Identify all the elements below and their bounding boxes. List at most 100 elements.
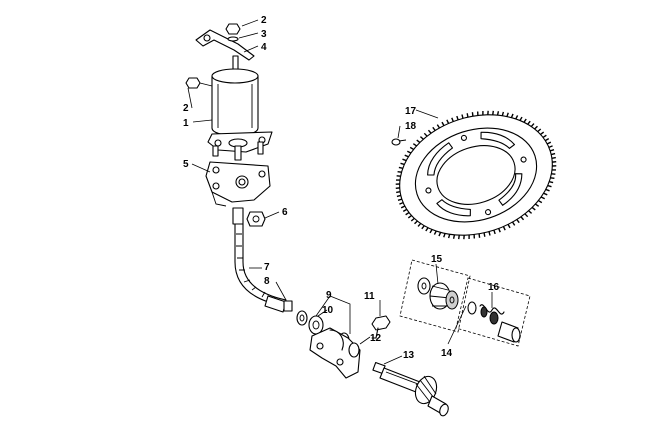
gear-tooth	[466, 113, 469, 118]
drive-shaft	[372, 361, 449, 417]
gear-tooth	[516, 219, 520, 224]
gear-tooth	[473, 234, 476, 239]
gear-tooth	[395, 187, 400, 190]
gear-tooth	[396, 175, 401, 177]
gear-tooth	[498, 228, 501, 233]
callout-4: 4	[261, 42, 267, 53]
gear-tooth	[433, 230, 437, 235]
gear-tooth	[416, 139, 421, 144]
gear-tooth	[409, 146, 414, 151]
gear-tooth	[552, 160, 557, 163]
callout-3: 3	[261, 29, 267, 40]
callout-16: 16	[488, 282, 500, 293]
gear-tooth	[501, 111, 505, 116]
gear-tooth	[542, 134, 547, 139]
gear-tooth	[398, 166, 403, 169]
gear-tooth	[429, 229, 433, 234]
screw-18	[391, 138, 407, 146]
gear-tooth	[414, 220, 418, 225]
gear-tooth	[436, 124, 441, 129]
gear-tooth	[507, 224, 511, 229]
callout-6: 6	[282, 207, 288, 218]
gear-tooth	[528, 210, 533, 214]
gear-tooth	[537, 128, 542, 133]
gear-tooth	[400, 205, 406, 209]
starter-motor	[185, 23, 273, 161]
gear-tooth	[452, 234, 456, 239]
callout-12: 12	[370, 333, 382, 344]
gear-tooth	[425, 227, 429, 232]
gear-tooth	[534, 203, 540, 207]
mounting-plate	[205, 161, 271, 207]
gear-tooth	[406, 150, 412, 154]
ring-gear	[395, 110, 557, 240]
gear-tooth	[520, 216, 525, 221]
callout-5: 5	[183, 159, 189, 170]
gear-tooth	[456, 115, 459, 121]
gear-tooth	[396, 191, 401, 194]
gear-tooth	[402, 208, 408, 212]
gear-tooth	[397, 170, 402, 173]
gear-tooth	[496, 111, 500, 116]
callout-7: 7	[264, 262, 270, 273]
gear-tooth	[540, 196, 546, 200]
gear-tooth	[441, 121, 445, 126]
callout-2: 2	[261, 15, 267, 26]
gear-tooth	[407, 214, 412, 219]
callout-10: 10	[322, 305, 334, 316]
callout-18: 18	[405, 121, 417, 132]
gear-tooth	[544, 138, 550, 142]
gear-tooth	[404, 154, 409, 158]
gear-tooth	[417, 222, 422, 227]
nut-6	[246, 211, 266, 227]
gear-tooth	[432, 126, 436, 131]
gear-tooth	[531, 206, 536, 211]
gear-tooth	[534, 125, 538, 130]
gear-tooth	[548, 145, 553, 148]
gear-tooth	[451, 117, 454, 122]
gear-tooth	[550, 177, 555, 180]
gear-tooth	[396, 194, 401, 198]
bendix-assembly	[399, 259, 471, 333]
gear-tooth	[412, 143, 418, 147]
callout-13: 13	[403, 350, 415, 361]
gear-tooth	[487, 110, 489, 115]
gear-tooth	[502, 226, 506, 231]
gear-tooth	[421, 225, 425, 230]
gear-tooth	[540, 131, 545, 136]
gear-tooth	[515, 115, 519, 120]
callout-11: 11	[364, 291, 375, 302]
gear-tooth	[482, 111, 484, 116]
gear-tooth	[468, 234, 470, 239]
gear-tooth	[523, 118, 527, 123]
gear-tooth	[506, 112, 509, 117]
callout-1: 1	[183, 118, 189, 129]
gear-tooth	[399, 202, 404, 205]
gear-tooth	[447, 234, 451, 239]
gear-tooth	[478, 233, 481, 238]
gear-tooth	[492, 110, 495, 115]
callout-17: 17	[405, 106, 417, 117]
gear-tooth	[551, 173, 556, 175]
gear-tooth	[551, 152, 556, 156]
gear-tooth	[410, 217, 415, 222]
gear-tooth	[423, 132, 428, 137]
gear-tooth	[549, 148, 555, 152]
gear-tooth	[552, 165, 557, 167]
gear-tooth	[457, 235, 460, 240]
callout-14: 14	[441, 348, 453, 359]
gear-tooth	[397, 198, 403, 202]
callout-9: 9	[326, 290, 332, 301]
gear-tooth	[488, 231, 491, 236]
gear-tooth	[402, 158, 407, 162]
bracket-12	[309, 327, 361, 379]
gear-tooth	[395, 179, 401, 181]
gear-tooth	[463, 235, 465, 240]
gear-tooth	[483, 232, 486, 237]
gear-tooth	[549, 181, 554, 184]
gear-tooth	[511, 221, 516, 226]
gear-tooth	[476, 111, 479, 116]
callout-labels: 2 3 4 2 1 5 6 7 8 9 10 11 12 13 14 15 16…	[183, 15, 500, 361]
gear-tooth	[527, 120, 531, 125]
